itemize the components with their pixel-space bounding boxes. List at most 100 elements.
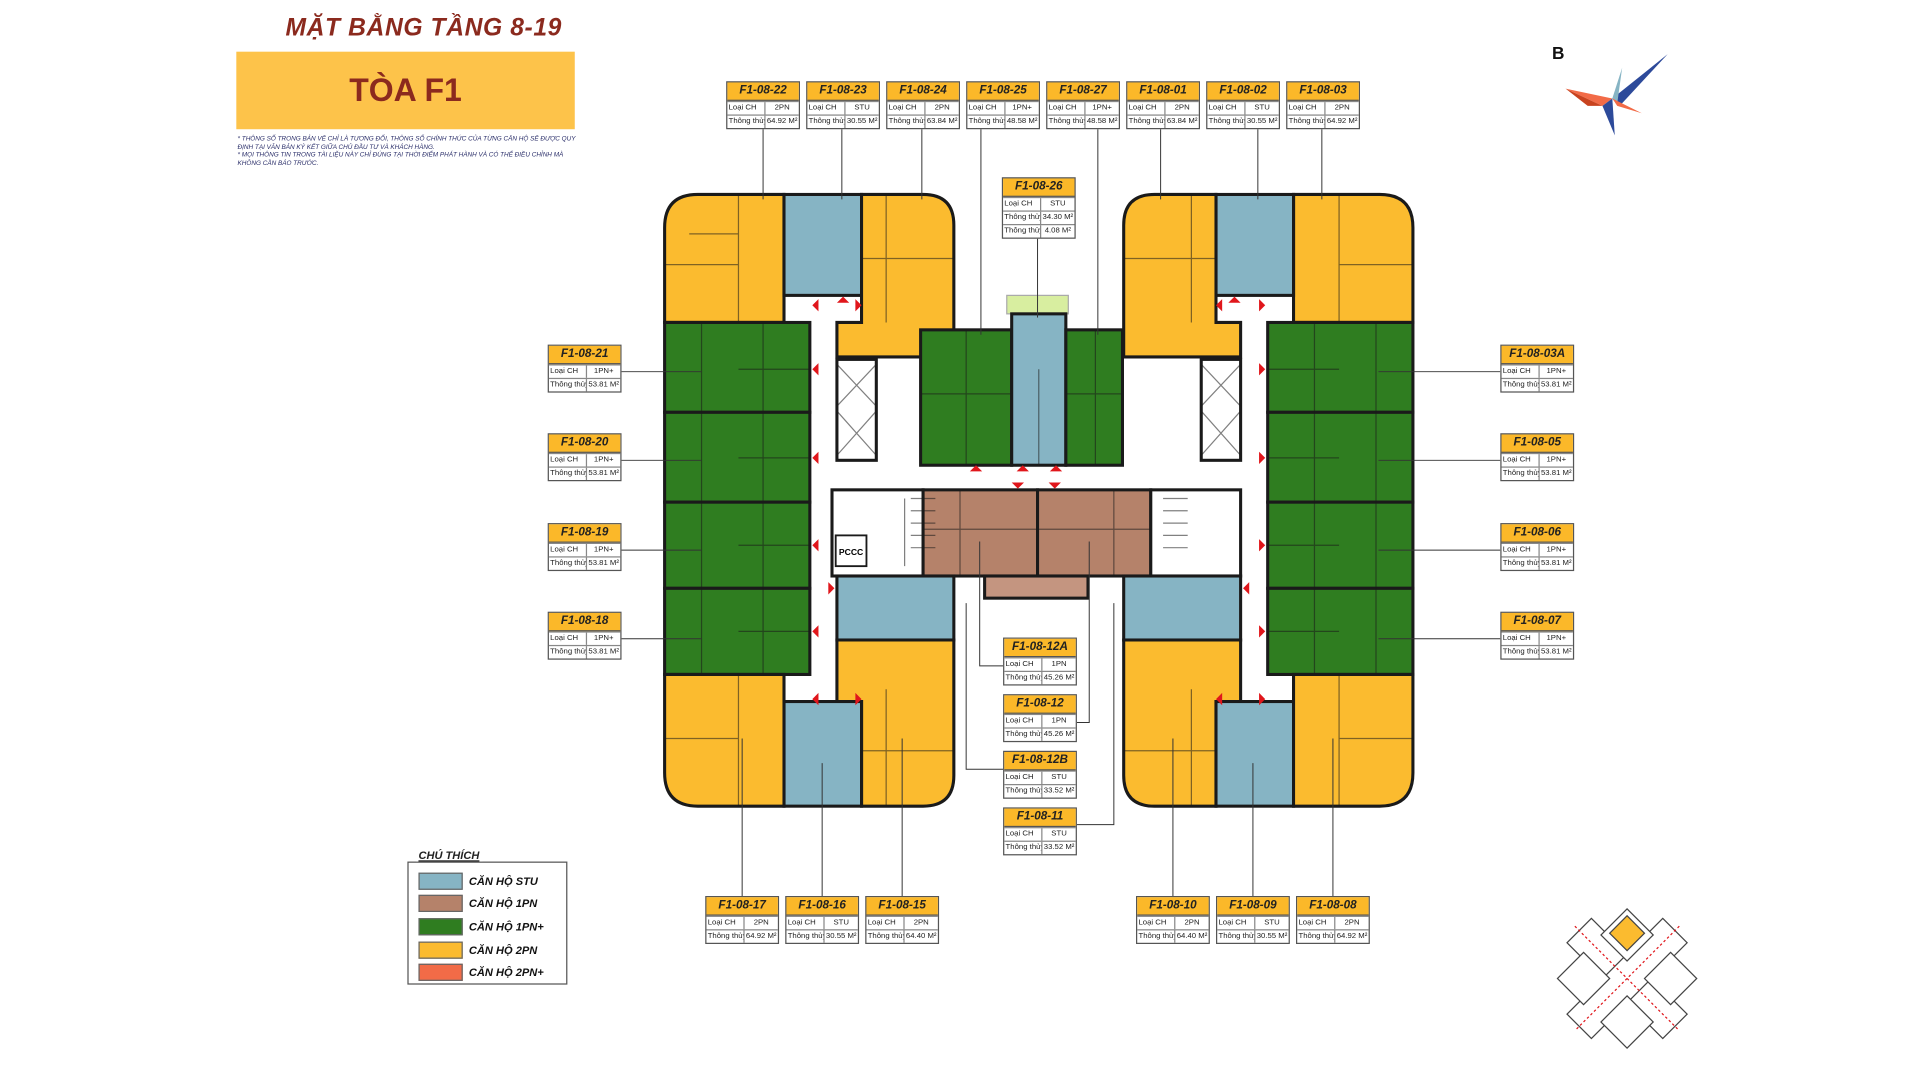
area-key: Thông thủy <box>1502 646 1540 659</box>
unit-type: 1PN+ <box>593 545 614 554</box>
unit-code: F1-08-12B <box>1004 752 1076 771</box>
unit-f1-08-16 <box>782 700 864 808</box>
legend-swatch <box>418 941 463 959</box>
legend-label: CĂN HỘ 2PN <box>468 944 538 957</box>
unit-code: F1-08-27 <box>1047 82 1119 101</box>
unit-code: F1-08-19 <box>548 524 621 543</box>
entry-arrow-icon <box>812 363 819 376</box>
legend: CĂN HỘ STU CĂN HỘ 1PN CĂN HỘ 1PN+ CĂN HỘ… <box>407 861 568 985</box>
type-key: Loại CH <box>706 916 745 930</box>
tower-banner: TÒA F1 <box>236 51 575 130</box>
unit-code: F1-08-24 <box>887 82 959 101</box>
unit-type: 1PN+ <box>593 366 614 376</box>
unit-type: STU <box>1254 103 1270 113</box>
type-key: Loại CH <box>807 102 846 115</box>
unit-code: F1-08-12A <box>1004 638 1076 658</box>
leader-lines <box>621 125 1501 897</box>
unit-type: 1PN+ <box>1546 545 1567 554</box>
unit-f1-08-12a <box>921 488 1040 578</box>
unit-code: F1-08-12 <box>1004 695 1076 714</box>
legend-title: CHÚ THÍCH <box>416 849 482 862</box>
entry-arrow-icon <box>1259 451 1266 465</box>
unit-area: 64.92 M² <box>766 116 798 126</box>
entry-arrow-icon <box>1259 299 1266 312</box>
type-row: Loại CH STU <box>1217 915 1289 930</box>
area-key: Thông thủy <box>967 115 1006 129</box>
unit-code: F1-08-16 <box>786 897 858 916</box>
unit-f1-08-12b <box>835 574 956 642</box>
unit-area: 64.40 M² <box>1176 931 1208 941</box>
unit-code: F1-08-07 <box>1501 612 1573 632</box>
area-key: Thông thủy <box>786 930 825 943</box>
legend-label: CĂN HỘ 2PN+ <box>468 966 544 979</box>
unit-area: 33.52 M² <box>1043 786 1075 796</box>
type-key: Loại CH <box>549 544 588 557</box>
unit-area: 64.40 M² <box>905 931 937 941</box>
unit-code: F1-08-08 <box>1297 897 1369 916</box>
type-key: Loại CH <box>1217 916 1256 930</box>
area-key: Thông thủy <box>1217 930 1256 943</box>
type-key: Loại CH <box>1004 715 1043 728</box>
unit-code: F1-08-05 <box>1501 434 1573 453</box>
unit-f1-08-08 <box>1292 672 1415 808</box>
unit-type: STU <box>1264 918 1280 927</box>
type-row: Loại CH 1PN+ <box>548 542 621 557</box>
type-key: Loại CH <box>549 632 588 645</box>
unit-f1-08-21 <box>663 320 812 414</box>
unit-type: STU <box>833 918 849 927</box>
type-key: Loại CH <box>1003 198 1042 211</box>
area-key: Thông thủy <box>549 379 588 392</box>
unit-type: 1PN <box>1051 659 1067 669</box>
type-key: Loại CH <box>786 916 825 930</box>
type-row: Loại CH 2PN <box>706 915 778 930</box>
entry-arrow-icon <box>1259 692 1266 706</box>
area-key: Thông thủy <box>1502 467 1540 481</box>
type-row: Loại CH STU <box>786 915 858 930</box>
area-key: Thông thủy <box>1502 557 1540 570</box>
area-key: Thông thủy <box>1502 379 1540 392</box>
area-key: Thông thủy <box>1137 930 1176 943</box>
page-title: MẶT BẰNG TẦNG 8-19 <box>285 14 562 42</box>
legend-label: CĂN HỘ STU <box>468 875 538 888</box>
unit-code: F1-08-26 <box>1003 178 1075 197</box>
unit-type: 2PN <box>753 918 769 927</box>
legend-item-1pn-plus: CĂN HỘ 1PN+ <box>418 918 544 936</box>
unit-area: 63.84 M² <box>926 116 958 126</box>
unit-type: STU <box>1051 772 1067 782</box>
unit-area: 64.92 M² <box>1326 116 1358 126</box>
